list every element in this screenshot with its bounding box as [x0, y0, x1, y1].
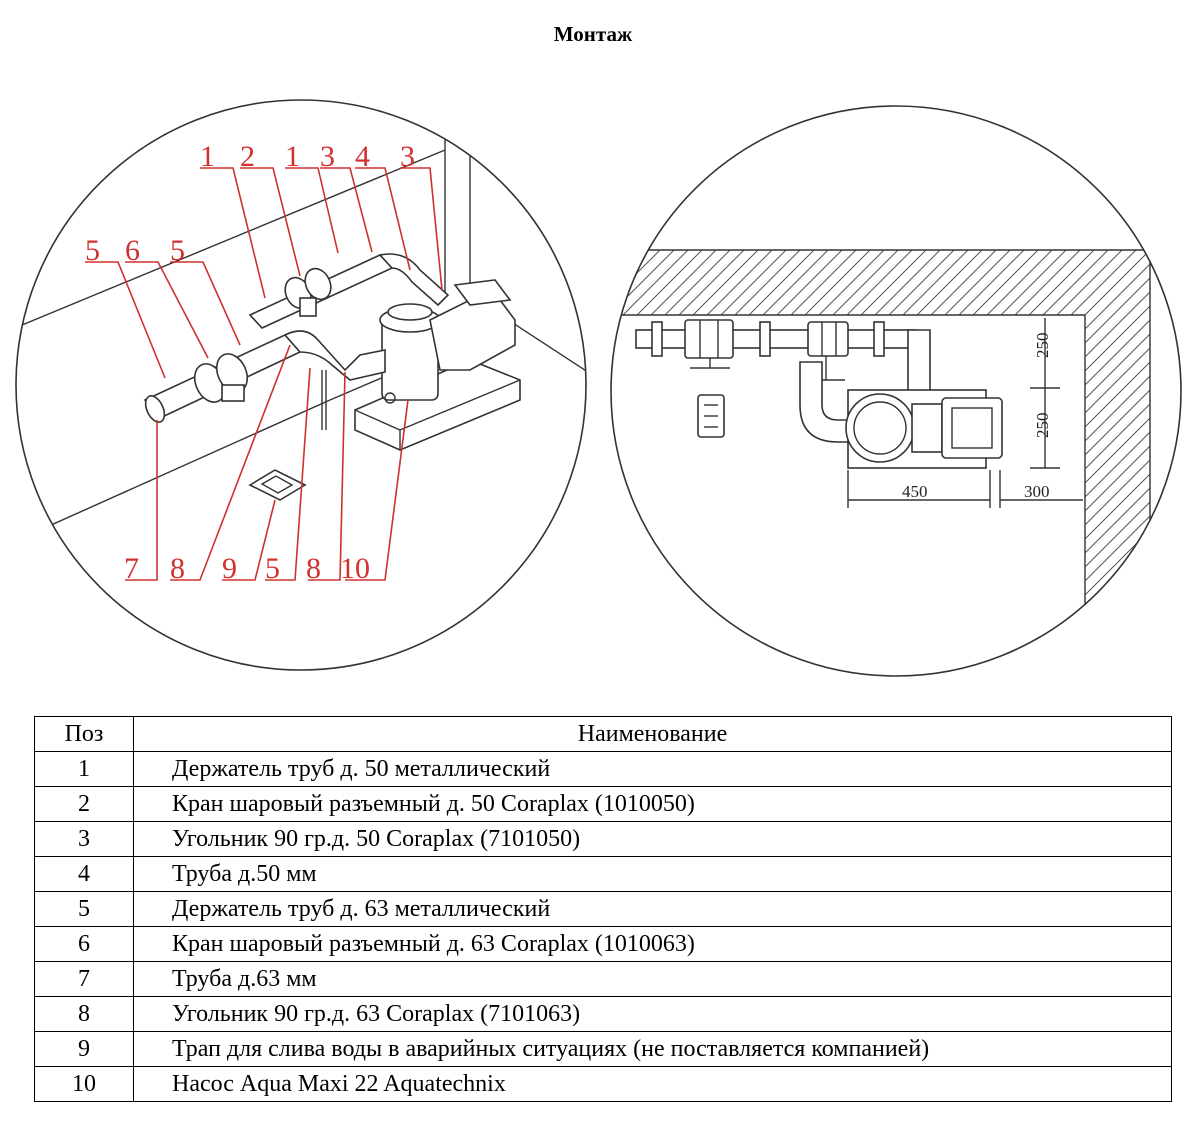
cell-pos: 3	[34, 821, 134, 857]
cell-pos: 6	[34, 926, 134, 962]
cell-name: Держатель труб д. 50 металлический	[133, 751, 1172, 787]
callout-label: 2	[240, 140, 255, 173]
callout-label: 4	[355, 140, 370, 173]
pump	[379, 279, 516, 404]
callout-label: 9	[222, 552, 237, 585]
callout-label: 10	[340, 552, 370, 585]
dimension-label-vertical-1: 250	[1033, 333, 1052, 359]
callout-label: 8	[170, 552, 185, 585]
cell-name: Угольник 90 гр.д. 50 Coraplax (7101050)	[133, 821, 1172, 857]
cell-name: Угольник 90 гр.д. 63 Coraplax (7101063)	[133, 996, 1172, 1032]
cell-pos: 9	[34, 1031, 134, 1067]
table-row: 10 Насос Aqua Maxi 22 Aquatechnix	[34, 1066, 1172, 1102]
wall-outer-edge	[640, 249, 1151, 676]
dimension-lines	[847, 318, 1083, 508]
callout-label: 5	[85, 234, 100, 267]
table-row: 5 Держатель труб д. 63 металлический	[34, 891, 1172, 927]
cell-pos: 1	[34, 751, 134, 787]
detail-circle-right	[610, 105, 1182, 677]
isometric-view: 1 2 1 3 4 3 5 6 5 7 8 9 5 8 10	[15, 99, 587, 671]
table-row: 7 Труба д.63 мм	[34, 961, 1172, 997]
cell-name: Насос Aqua Maxi 22 Aquatechnix	[133, 1066, 1172, 1102]
callout-label: 8	[306, 552, 321, 585]
table-row: 4 Труба д.50 мм	[34, 856, 1172, 892]
callout-labels-left: 5 6 5	[85, 234, 185, 267]
floor-edge-line	[39, 399, 331, 531]
callout-label: 1	[200, 140, 215, 173]
dimension-label-vertical-2: 250	[1033, 413, 1052, 439]
dimension-label-horizontal-2: 300	[1024, 482, 1050, 501]
wall-floor-line	[16, 149, 446, 331]
plan-floor-drain	[697, 394, 725, 438]
cell-name: Труба д.50 мм	[133, 856, 1172, 892]
callout-label: 3	[400, 140, 415, 173]
callout-label: 3	[320, 140, 335, 173]
installation-diagram: 1 2 1 3 4 3 5 6 5 7 8 9 5 8 10	[15, 99, 1182, 677]
cell-pos: 2	[34, 786, 134, 822]
detail-circle-left	[15, 99, 587, 671]
callout-labels-top: 1 2 1 3 4 3	[200, 140, 415, 173]
cell-pos: 8	[34, 996, 134, 1032]
callout-label: 1	[285, 140, 300, 173]
table-header-row: Поз Наименование	[34, 716, 1172, 752]
plan-view: 250 250 450 300	[610, 105, 1182, 677]
parts-table: Поз Наименование 1 Держатель труб д. 50 …	[34, 716, 1172, 1102]
column-header-pos: Поз	[34, 716, 134, 752]
table-row: 6 Кран шаровый разъемный д. 63 Coraplax …	[34, 926, 1172, 962]
callout-label: 7	[124, 552, 139, 585]
table-row: 2 Кран шаровый разъемный д. 50 Coraplax …	[34, 786, 1172, 822]
cell-name: Кран шаровый разъемный д. 63 Coraplax (1…	[133, 926, 1172, 962]
cell-name: Труба д.63 мм	[133, 961, 1172, 997]
lower-pipe-run	[143, 330, 386, 430]
upper-pipe-run	[248, 253, 450, 329]
callout-leaders	[85, 167, 443, 581]
plan-pump	[845, 389, 1003, 469]
callout-label: 5	[170, 234, 185, 267]
floor-drain	[248, 469, 307, 501]
wall-hatch	[611, 250, 1150, 676]
table-row: 3 Угольник 90 гр.д. 50 Coraplax (7101050…	[34, 821, 1172, 857]
dimension-label-horizontal-1: 450	[902, 482, 928, 501]
callout-label: 5	[265, 552, 280, 585]
table-row: 9 Трап для слива воды в аварийных ситуац…	[34, 1031, 1172, 1067]
cell-name: Трап для слива воды в аварийных ситуация…	[133, 1031, 1172, 1067]
cell-name: Держатель труб д. 63 металлический	[133, 891, 1172, 927]
cell-name: Кран шаровый разъемный д. 50 Coraplax (1…	[133, 786, 1172, 822]
cell-pos: 5	[34, 891, 134, 927]
table-row: 1 Держатель труб д. 50 металлический	[34, 751, 1172, 787]
wall-inner-edge	[611, 314, 1086, 676]
callout-labels-bottom: 7 8 9 5 8 10	[124, 552, 370, 585]
cell-pos: 7	[34, 961, 134, 997]
cell-pos: 10	[34, 1066, 134, 1102]
page-title: Монтаж	[553, 22, 633, 46]
callout-label: 6	[125, 234, 140, 267]
column-header-name: Наименование	[133, 716, 1172, 752]
cell-pos: 4	[34, 856, 134, 892]
table-row: 8 Угольник 90 гр.д. 63 Coraplax (7101063…	[34, 996, 1172, 1032]
